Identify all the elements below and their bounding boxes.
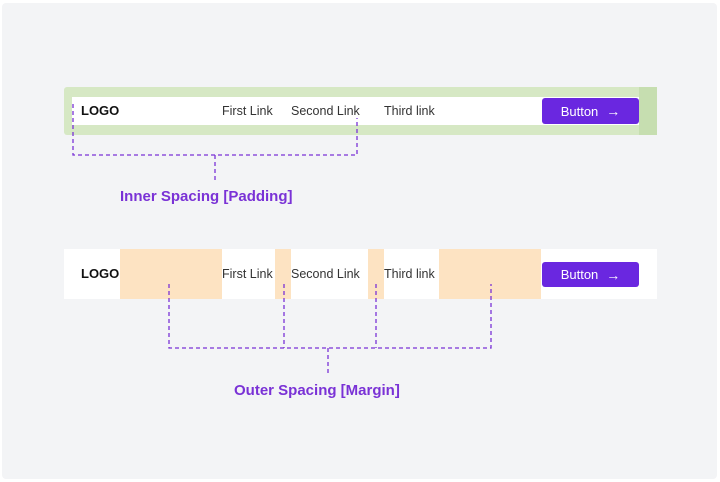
margin-caption: Outer Spacing [Margin] xyxy=(234,382,400,399)
margin-block-first xyxy=(275,249,291,299)
diagram-background xyxy=(2,3,717,479)
padding-right-edge xyxy=(639,87,657,135)
top-nav-link-first[interactable]: First Link xyxy=(222,104,273,118)
bottom-nav-link-third[interactable]: Third link xyxy=(384,267,435,281)
top-nav-button[interactable]: Button → xyxy=(542,98,639,124)
bottom-nav-button[interactable]: Button → xyxy=(542,262,639,287)
bottom-nav-button-label: Button xyxy=(560,267,599,282)
padding-caption: Inner Spacing [Padding] xyxy=(120,188,293,205)
top-nav-button-label: Button xyxy=(560,103,599,119)
arrow-right-icon: → xyxy=(606,266,621,283)
bottom-nav-logo: LOGO xyxy=(81,266,120,281)
padding-bracket xyxy=(72,104,358,156)
top-nav-logo: LOGO xyxy=(81,103,120,118)
top-nav-link-third[interactable]: Third link xyxy=(384,104,435,118)
arrow-right-icon: → xyxy=(606,103,621,119)
margin-bracket xyxy=(168,284,492,349)
margin-block-third xyxy=(439,249,541,299)
margin-block-logo xyxy=(120,249,222,299)
bottom-nav-link-first[interactable]: First Link xyxy=(222,267,273,281)
margin-block-second xyxy=(368,249,384,299)
top-nav-link-second[interactable]: Second Link xyxy=(291,104,360,118)
bottom-nav-link-second[interactable]: Second Link xyxy=(291,267,360,281)
